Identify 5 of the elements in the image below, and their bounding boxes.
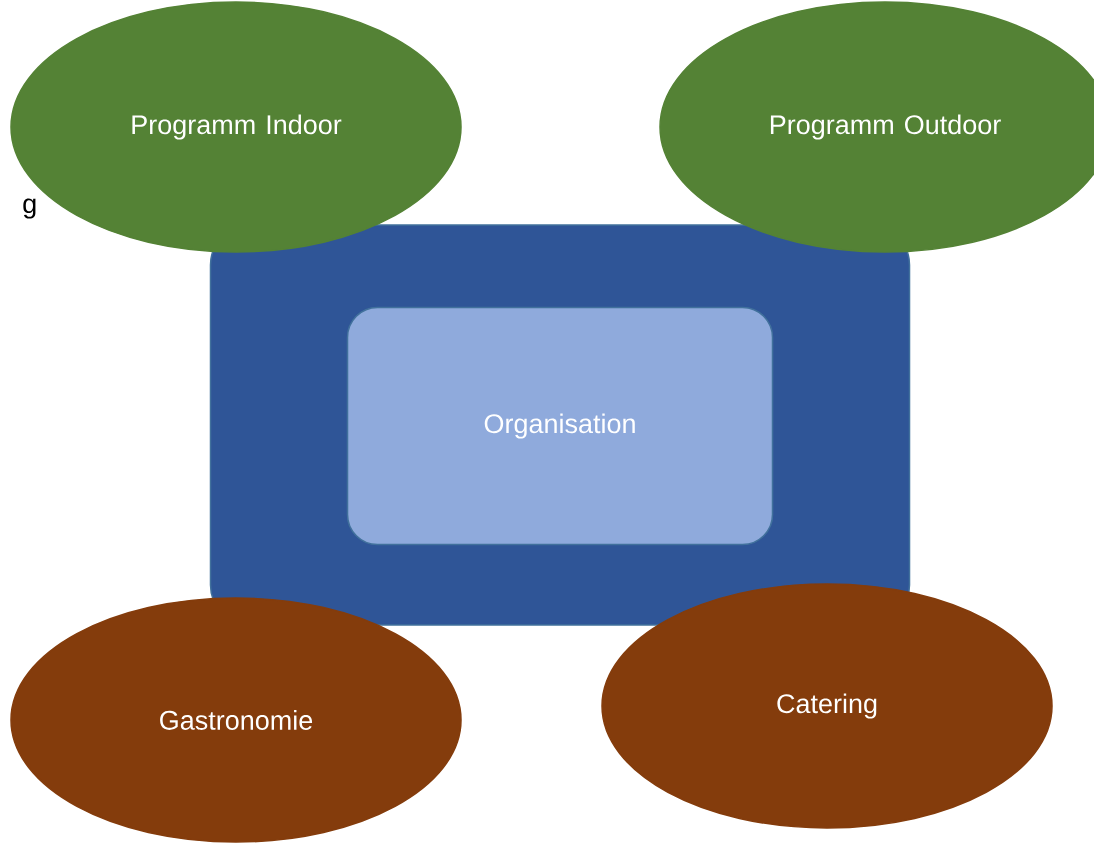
ellipse-node: Gastronomie xyxy=(10,597,462,843)
label-text: g xyxy=(23,198,36,219)
rounded-box: Organisation xyxy=(346,306,774,546)
ellipse-node: Catering xyxy=(601,583,1053,829)
ellipse-node: Programm Outdoor xyxy=(659,1,1094,253)
